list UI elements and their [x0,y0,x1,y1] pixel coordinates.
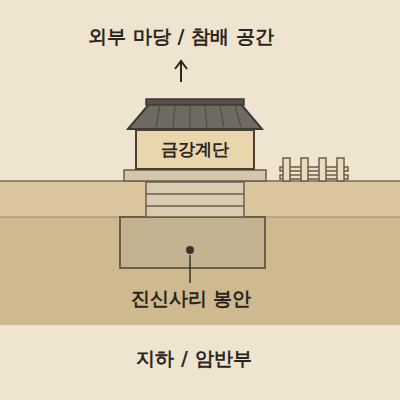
relic-chamber [120,217,265,268]
area-label: 진신사리 봉안 [131,286,252,312]
area-label: 지하 / 암반부 [136,346,251,372]
area-label: 외부 마당 / 참배 공간 [88,24,273,50]
altar-box: 금강계단 [135,129,255,170]
roof-ridge [146,99,244,105]
altar-label: 금강계단 [161,138,229,161]
up-arrow [180,62,182,82]
up-arrow-head [175,61,187,69]
fence [280,158,348,181]
stair-step [146,193,244,195]
stairs [146,182,244,217]
underground [0,217,400,325]
base-slab [124,170,266,181]
ground-surface [0,181,400,217]
roof [128,103,262,129]
relic-dot [186,246,194,254]
leader-line [189,255,191,283]
stair-step [146,205,244,207]
roof-tiles [156,106,241,127]
